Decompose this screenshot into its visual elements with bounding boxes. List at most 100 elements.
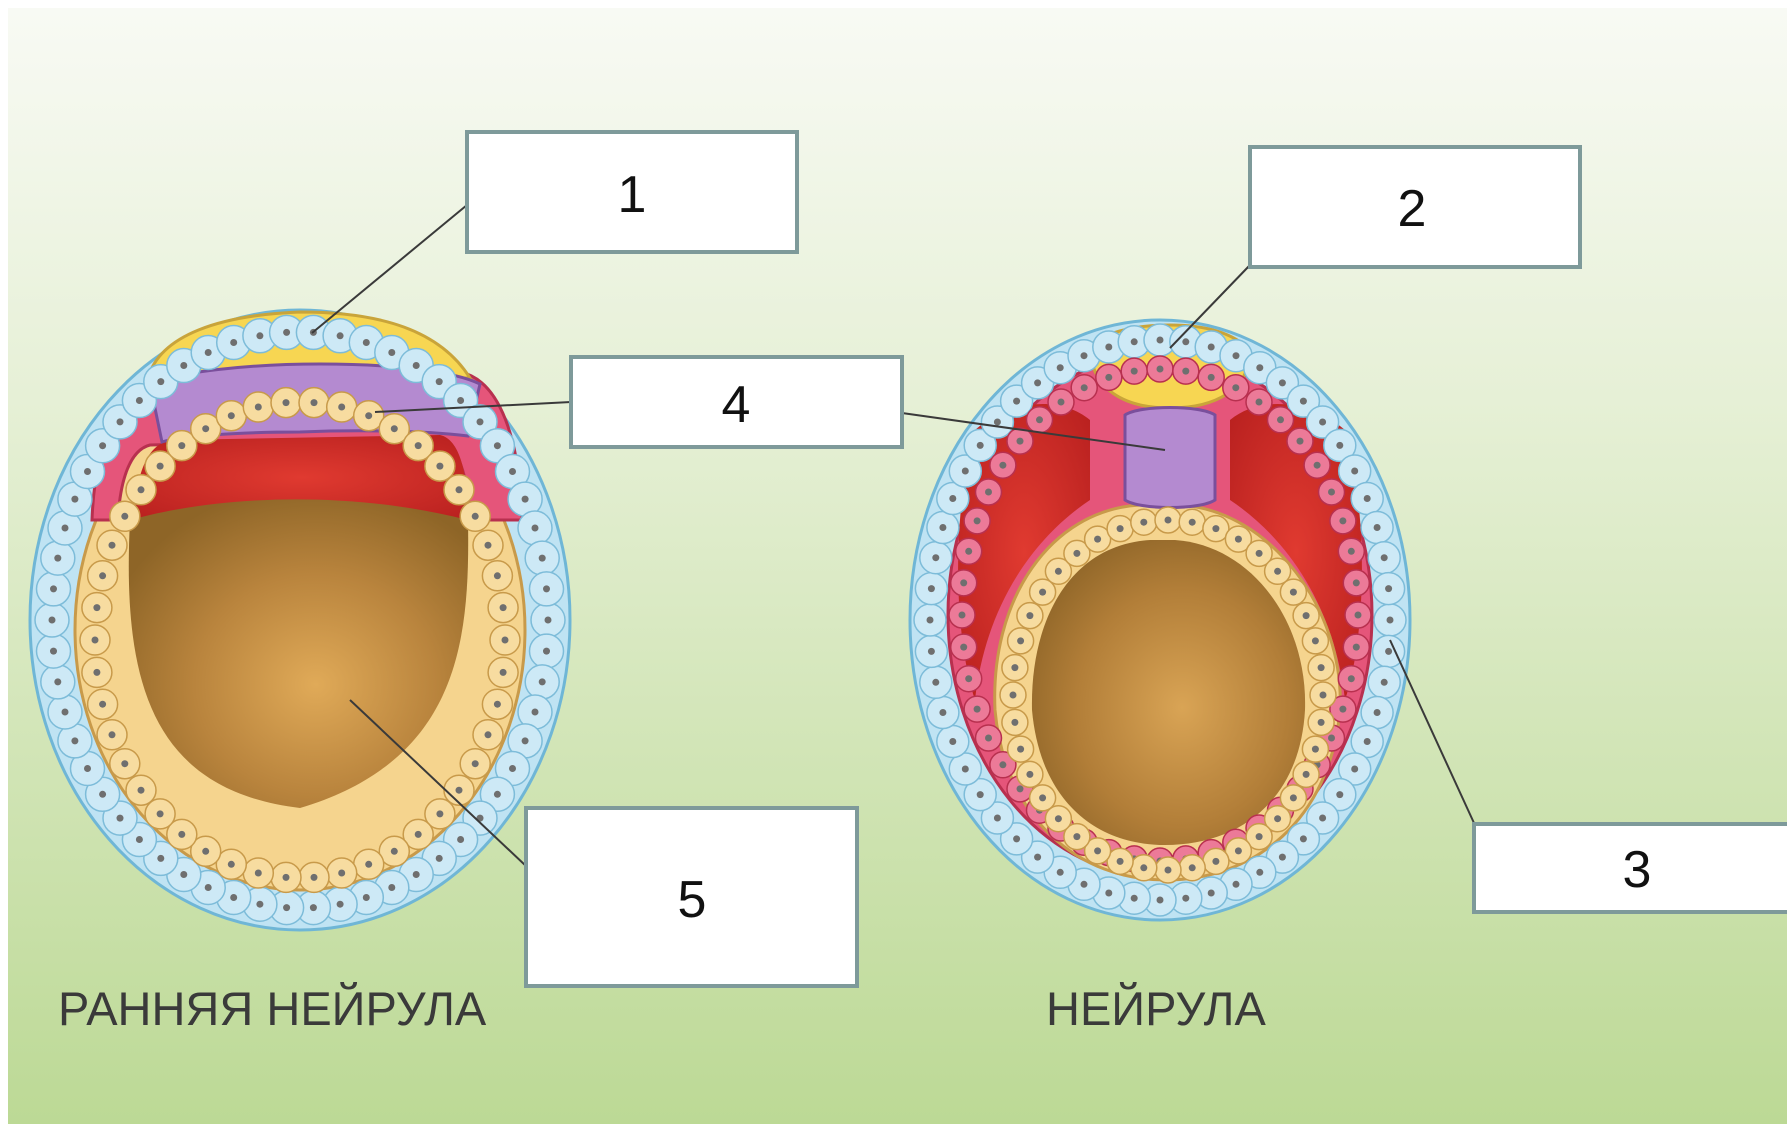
cell-nucleus — [1055, 568, 1062, 575]
cell-nucleus — [509, 765, 516, 772]
cell-nucleus — [202, 848, 209, 855]
cell-nucleus — [99, 791, 106, 798]
cell-nucleus — [456, 486, 463, 493]
cell-nucleus — [99, 442, 106, 449]
cell-nucleus — [457, 397, 464, 404]
cell-nucleus — [939, 524, 946, 531]
cell-nucleus — [54, 555, 61, 562]
cell-nucleus — [1157, 897, 1164, 904]
cell-nucleus — [1182, 368, 1189, 375]
cell-nucleus — [1318, 664, 1325, 671]
cell-nucleus — [180, 871, 187, 878]
cell-nucleus — [1208, 344, 1215, 351]
cell-nucleus — [532, 525, 539, 532]
cell-nucleus — [136, 836, 143, 843]
cell-nucleus — [1182, 895, 1189, 902]
cell-nucleus — [949, 738, 956, 745]
cell-nucleus — [1319, 419, 1326, 426]
cell-nucleus — [1026, 771, 1033, 778]
cell-nucleus — [1026, 612, 1033, 619]
cell-nucleus — [1117, 858, 1124, 865]
cell-nucleus — [71, 496, 78, 503]
label-2-text: 2 — [1398, 180, 1427, 238]
cell-nucleus — [1189, 864, 1196, 871]
cell-nucleus — [1011, 664, 1018, 671]
cell-nucleus — [485, 542, 492, 549]
cell-nucleus — [1277, 416, 1284, 423]
cell-nucleus — [1256, 869, 1263, 876]
cell-nucleus — [1314, 462, 1321, 469]
cell-nucleus — [500, 669, 507, 676]
cell-nucleus — [985, 489, 992, 496]
cell-nucleus — [415, 442, 422, 449]
cell-nucleus — [391, 848, 398, 855]
cell-nucleus — [1336, 791, 1343, 798]
cell-nucleus — [1105, 890, 1112, 897]
cell-nucleus — [1081, 881, 1088, 888]
cell-nucleus — [1182, 338, 1189, 345]
cell-nucleus — [1235, 847, 1242, 854]
cell-nucleus — [1212, 525, 1219, 532]
cell-nucleus — [205, 349, 212, 356]
cell-nucleus — [1297, 438, 1304, 445]
cell-nucleus — [1039, 794, 1046, 801]
cell-nucleus — [1364, 495, 1371, 502]
cell-nucleus — [456, 787, 463, 794]
label-box-1[interactable]: 1 — [467, 132, 797, 252]
cell-nucleus — [543, 585, 550, 592]
cell-nucleus — [365, 412, 372, 419]
cell-nucleus — [1320, 692, 1327, 699]
cell-nucleus — [1189, 519, 1196, 526]
label-5-text: 5 — [678, 871, 707, 929]
cell-nucleus — [500, 604, 507, 611]
label-3-text: 3 — [1623, 841, 1652, 899]
cell-nucleus — [84, 765, 91, 772]
cell-nucleus — [1131, 338, 1138, 345]
cell-nucleus — [965, 675, 972, 682]
cell-nucleus — [228, 412, 235, 419]
cell-nucleus — [977, 791, 984, 798]
cell-nucleus — [502, 637, 509, 644]
cell-nucleus — [1140, 864, 1147, 871]
cell-nucleus — [1353, 644, 1360, 651]
cell-nucleus — [256, 332, 263, 339]
cell-nucleus — [62, 709, 69, 716]
cell-nucleus — [1339, 517, 1346, 524]
cell-nucleus — [928, 648, 935, 655]
cell-nucleus — [932, 554, 939, 561]
cell-nucleus — [255, 870, 262, 877]
cell-nucleus — [338, 404, 345, 411]
cell-nucleus — [71, 737, 78, 744]
cell-nucleus — [457, 836, 464, 843]
cell-nucleus — [283, 399, 290, 406]
cell-nucleus — [1381, 554, 1388, 561]
label-box-3[interactable]: 3 — [1474, 824, 1787, 912]
cell-nucleus — [928, 585, 935, 592]
cell-nucleus — [1374, 709, 1381, 716]
cell-nucleus — [1319, 815, 1326, 822]
cell-nucleus — [337, 901, 344, 908]
cell-nucleus — [960, 644, 967, 651]
label-box-4[interactable]: 4 — [571, 357, 902, 447]
cell-nucleus — [310, 904, 317, 911]
cell-nucleus — [1385, 585, 1392, 592]
cell-nucleus — [363, 339, 370, 346]
cell-nucleus — [121, 513, 128, 520]
cell-nucleus — [1105, 344, 1112, 351]
cell-nucleus — [230, 339, 237, 346]
label-box-5[interactable]: 5 — [526, 808, 857, 986]
cell-nucleus — [1165, 867, 1172, 874]
cell-nucleus — [1339, 706, 1346, 713]
cell-nucleus — [1073, 550, 1080, 557]
cell-nucleus — [54, 678, 61, 685]
label-box-2[interactable]: 2 — [1250, 147, 1580, 267]
cell-nucleus — [962, 766, 969, 773]
cell-nucleus — [522, 496, 529, 503]
cell-nucleus — [1232, 384, 1239, 391]
cell-nucleus — [1256, 833, 1263, 840]
cell-nucleus — [1279, 379, 1286, 386]
caption-early-neurula: РАННЯЯ НЕЙРУЛА — [58, 982, 487, 1035]
cell-nucleus — [121, 760, 128, 767]
cell-nucleus — [178, 831, 185, 838]
